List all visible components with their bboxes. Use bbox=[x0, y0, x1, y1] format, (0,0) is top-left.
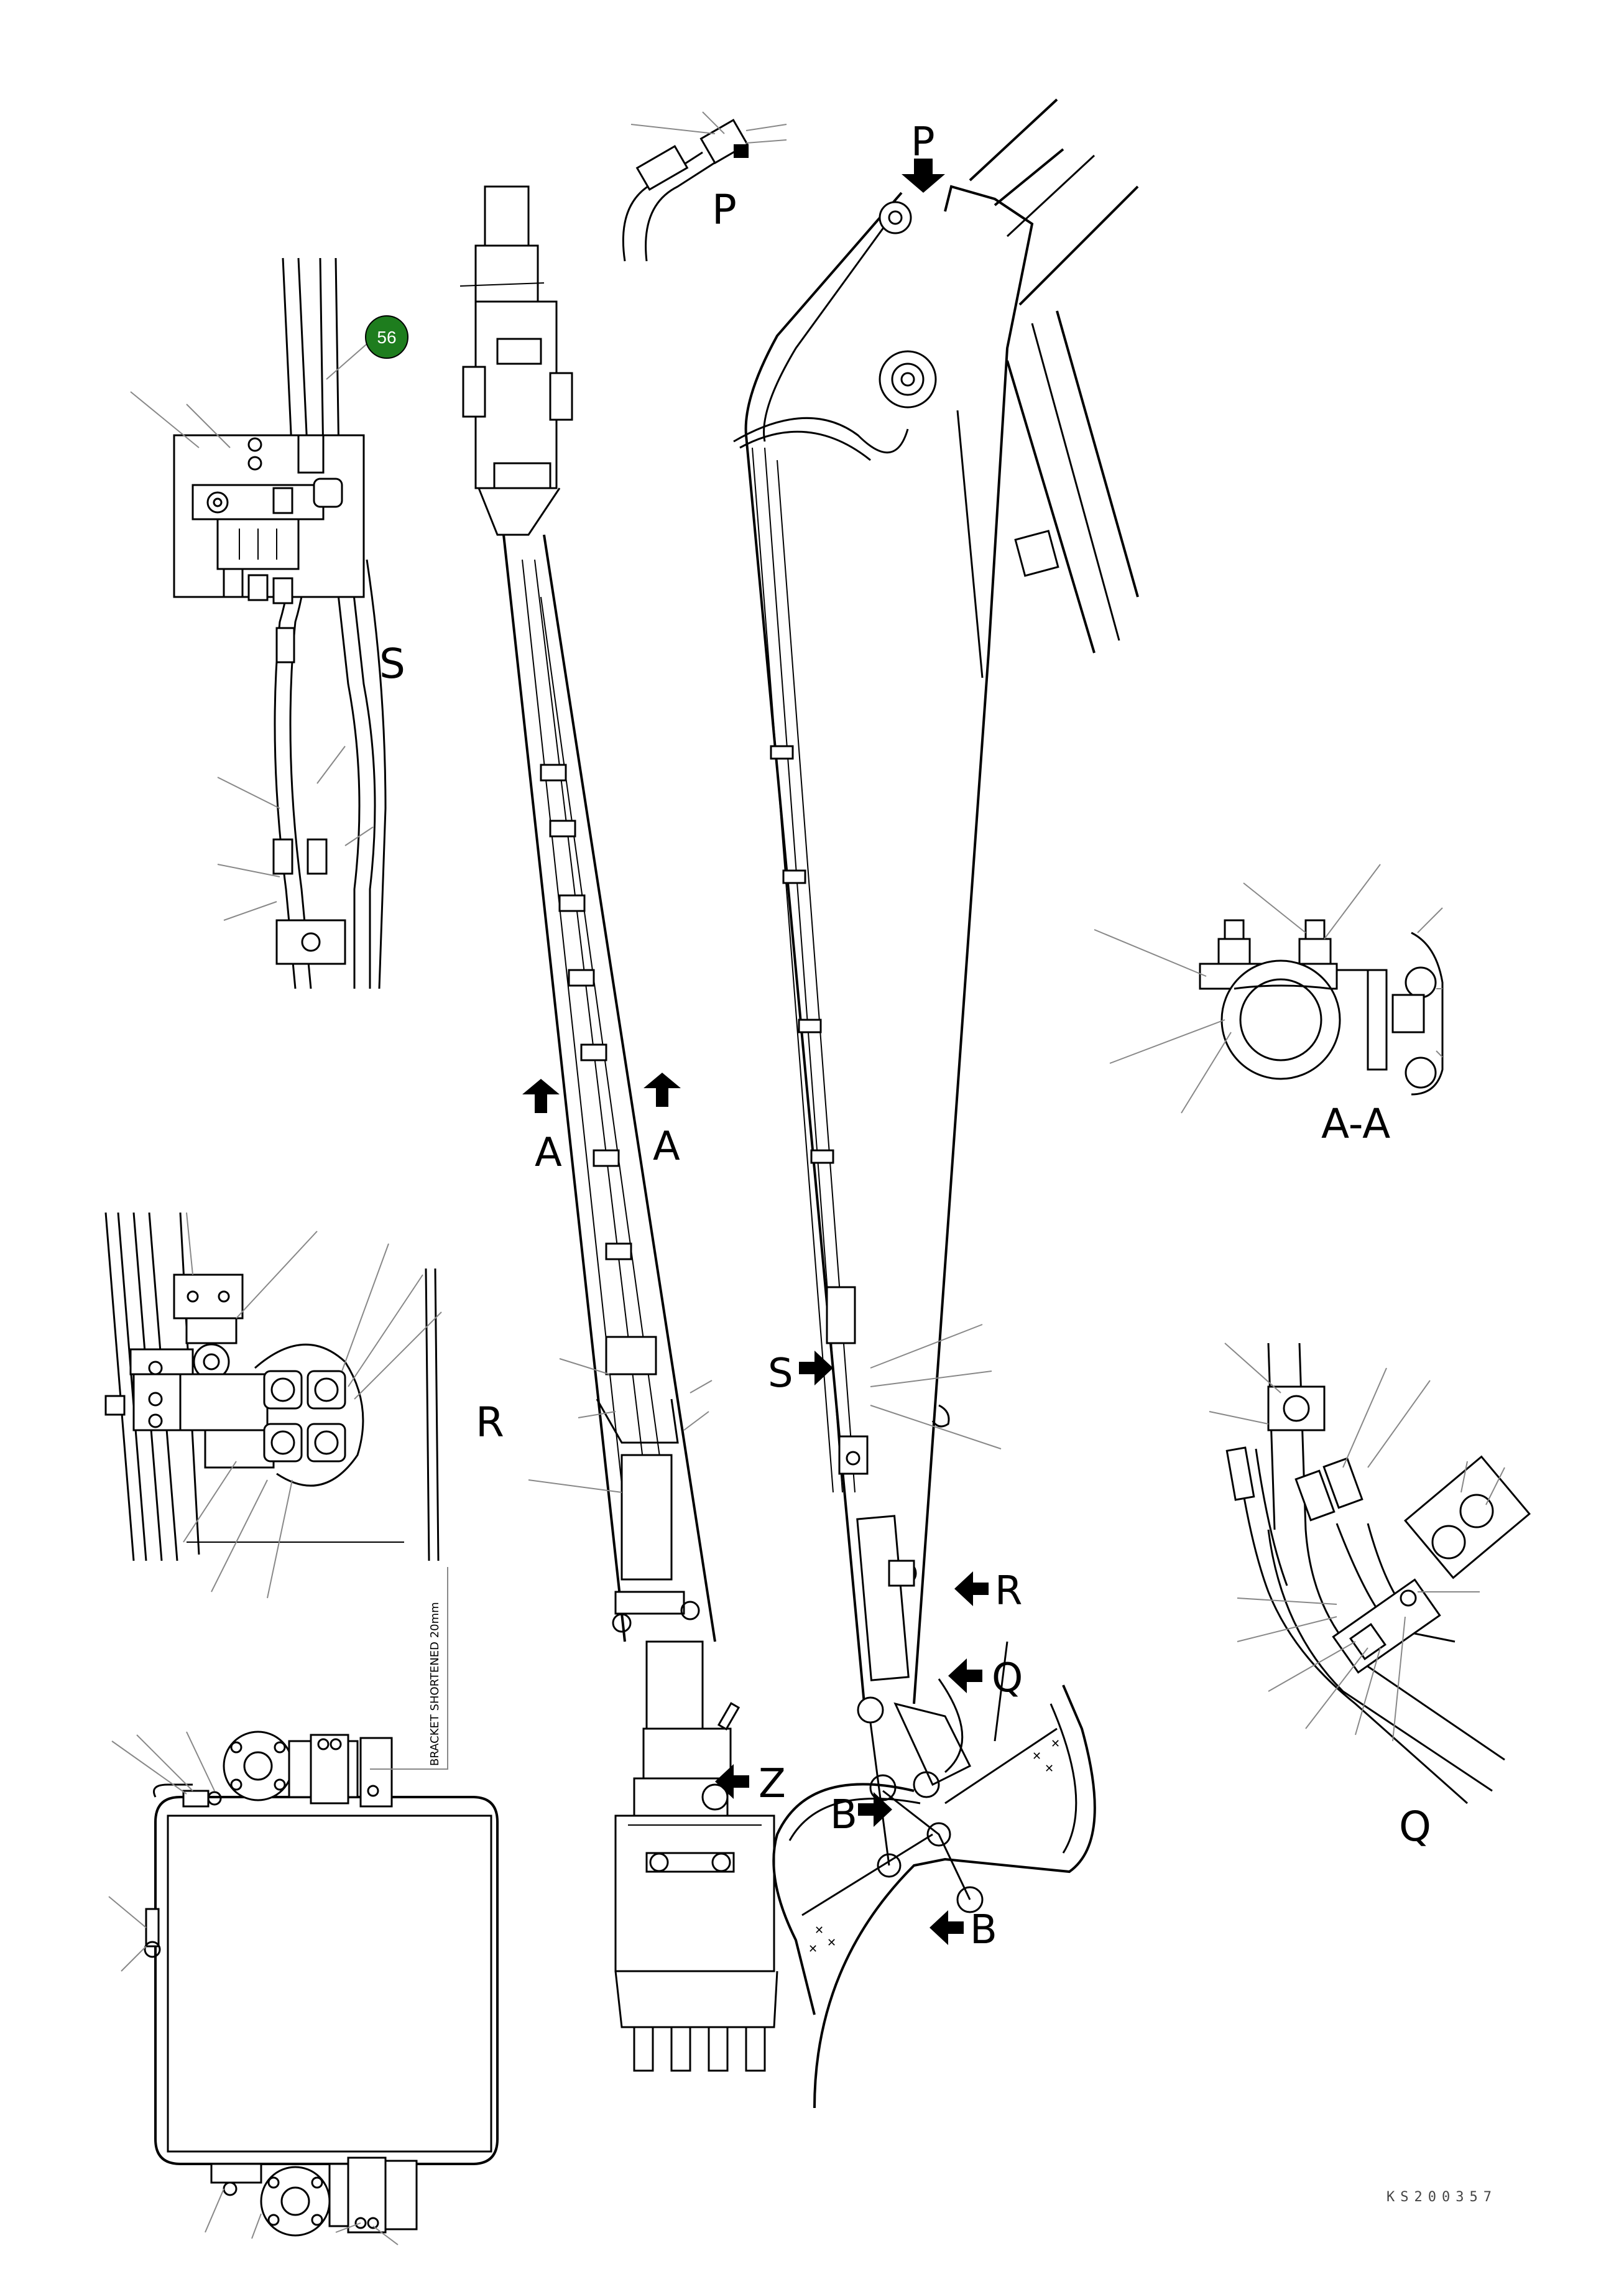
svg-text:✕: ✕ bbox=[814, 1924, 824, 1937]
bracket-note: BRACKET SHORTENED 20mm bbox=[428, 1602, 441, 1766]
arrow-marker-b-lower: B bbox=[930, 1907, 997, 1953]
arm-clamps-right bbox=[770, 745, 834, 1164]
svg-text:S: S bbox=[768, 1351, 793, 1397]
clamp-q-lower bbox=[1332, 1578, 1441, 1674]
bucket-bolt-pattern: ✕ ✕ ✕ ✕ ✕ ✕ bbox=[808, 1737, 1060, 1956]
clamp-q-right bbox=[1404, 1455, 1531, 1579]
svg-text:✕: ✕ bbox=[827, 1936, 836, 1949]
svg-text:✕: ✕ bbox=[1051, 1737, 1060, 1750]
view-label-p: P bbox=[712, 186, 737, 234]
bucket-side-view: ✕ ✕ ✕ ✕ ✕ ✕ bbox=[772, 1685, 1096, 2109]
detail-view-s: 56 S bbox=[130, 257, 408, 989]
detail-view-r: R bbox=[104, 1212, 504, 1599]
svg-text:Q: Q bbox=[992, 1655, 1023, 1701]
boom-and-arm-assembly: ✕ ✕ ✕ ✕ ✕ ✕ bbox=[733, 98, 1139, 2109]
arrow-marker-p: P bbox=[902, 119, 945, 193]
svg-text:R: R bbox=[995, 1568, 1022, 1614]
detail-view-a-a: A-A bbox=[1094, 864, 1444, 1148]
svg-text:✕: ✕ bbox=[1045, 1762, 1054, 1775]
leader-lines-s bbox=[130, 335, 377, 921]
arm-clamps bbox=[540, 764, 632, 1260]
valve-block bbox=[191, 434, 343, 570]
svg-text:P: P bbox=[911, 119, 935, 165]
svg-text:A: A bbox=[535, 1130, 562, 1176]
bracket-detail: BRACKET SHORTENED 20mm bbox=[108, 1567, 499, 2245]
bracket-box bbox=[167, 1814, 492, 2153]
hose-bundle-s bbox=[274, 257, 387, 989]
view-label-a-a: A-A bbox=[1321, 1100, 1390, 1148]
arrow-marker-r: R bbox=[954, 1568, 1022, 1614]
svg-text:B: B bbox=[970, 1907, 997, 1953]
svg-text:Z: Z bbox=[759, 1761, 786, 1807]
view-label-q: Q bbox=[1399, 1803, 1431, 1851]
top-manifold bbox=[223, 1731, 393, 1808]
detail-view-p: P bbox=[622, 111, 787, 262]
hose-clamp bbox=[275, 919, 346, 965]
cylinder-rod bbox=[484, 185, 530, 247]
arrow-markers: P A A S R Q Z bbox=[522, 119, 1023, 1953]
callout-56: 56 bbox=[365, 315, 408, 359]
drawing-code: KS200357 bbox=[1386, 2189, 1497, 2205]
clamp-q-top bbox=[1267, 1385, 1326, 1431]
svg-text:B: B bbox=[830, 1792, 857, 1838]
arrow-marker-a-right: A bbox=[644, 1073, 681, 1170]
view-label-r: R bbox=[476, 1398, 504, 1446]
callout-number: 56 bbox=[377, 328, 396, 347]
arrow-marker-s: S bbox=[768, 1351, 833, 1397]
bucket-linkage bbox=[857, 1678, 984, 1913]
bucket-front-view bbox=[614, 1814, 778, 2072]
arrow-marker-a-left: A bbox=[522, 1079, 562, 1176]
svg-text:✕: ✕ bbox=[1032, 1750, 1041, 1763]
arm-side-view bbox=[459, 185, 778, 2072]
arrow-marker-z: Z bbox=[715, 1761, 786, 1807]
svg-text:✕: ✕ bbox=[808, 1943, 818, 1956]
boom-foot-pin bbox=[879, 201, 937, 409]
bottom-manifold bbox=[260, 2156, 418, 2237]
view-label-s: S bbox=[379, 640, 405, 688]
cylinder-head bbox=[474, 300, 558, 489]
hose-fitting-r bbox=[173, 1273, 244, 1320]
svg-text:A: A bbox=[653, 1124, 680, 1170]
detail-view-q: Q bbox=[1209, 1343, 1531, 1851]
arrow-marker-b-upper: B bbox=[830, 1792, 892, 1838]
arrow-marker-q: Q bbox=[948, 1655, 1023, 1701]
